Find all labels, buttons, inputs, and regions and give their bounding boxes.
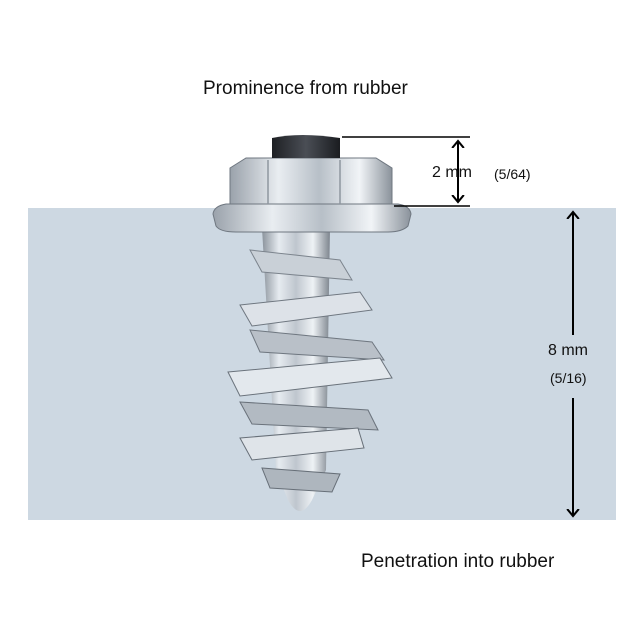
penetration-metric: 8 mm: [548, 342, 588, 359]
ice-stud-screw-icon: [212, 135, 412, 511]
prominence-metric: 2 mm: [432, 164, 472, 181]
bottom-caption: Penetration into rubber: [361, 551, 555, 572]
penetration-imperial: (5/16): [550, 370, 587, 386]
prominence-imperial: (5/64): [494, 166, 531, 182]
top-caption: Prominence from rubber: [203, 78, 408, 99]
